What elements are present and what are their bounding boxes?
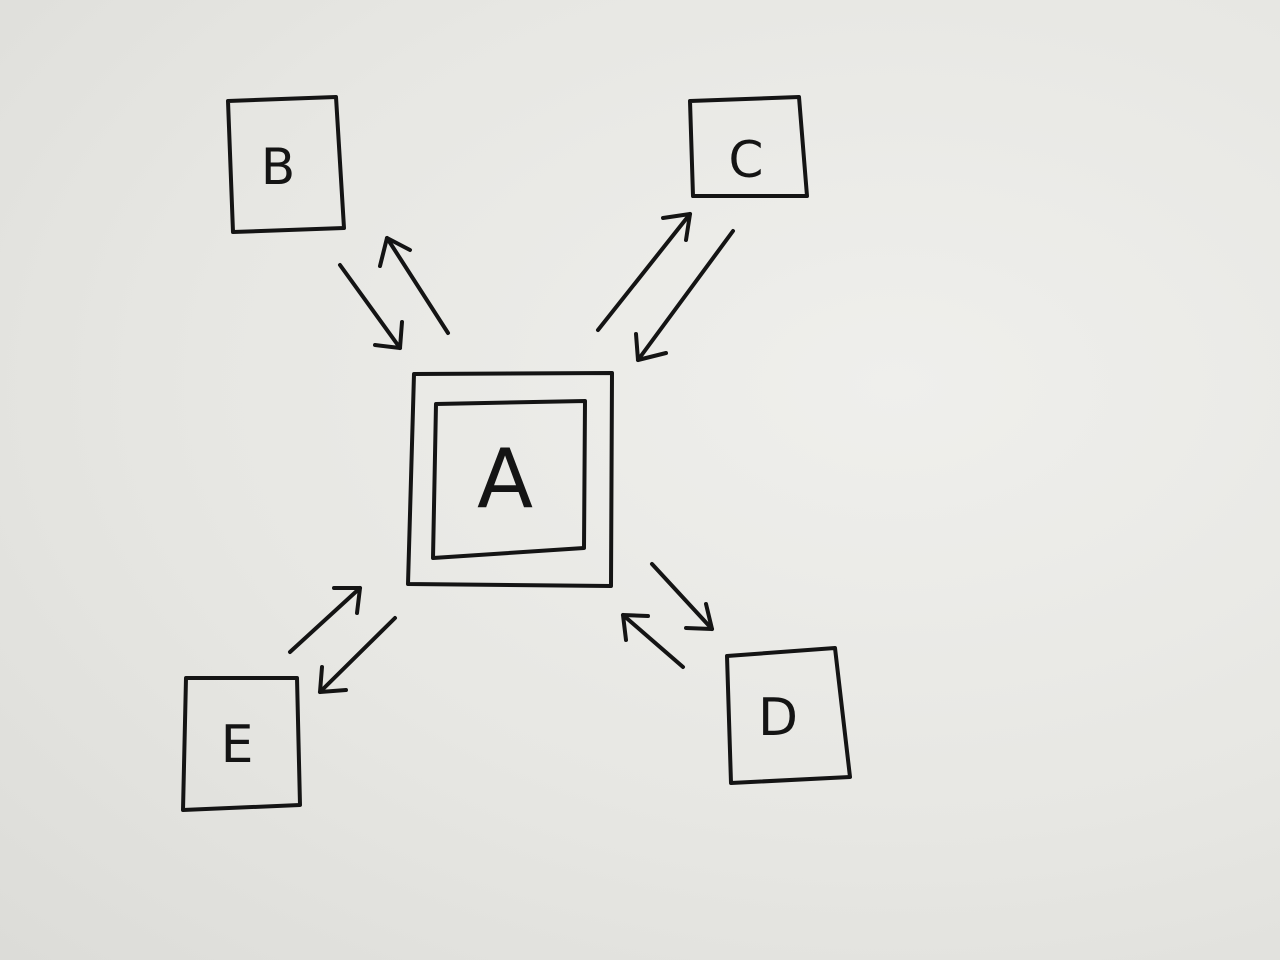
node-c: C	[688, 95, 809, 198]
node-e-frame	[181, 676, 302, 812]
edge-b-to-a	[338, 263, 404, 350]
arrow-head-icon	[661, 212, 692, 242]
node-c-frame	[688, 95, 809, 198]
node-d: D	[725, 646, 852, 785]
node-e-label: E	[221, 715, 254, 775]
edge-c-to-a	[634, 229, 735, 362]
node-a-label: A	[477, 433, 533, 528]
arrow-head-icon	[332, 586, 362, 615]
node-e: E	[181, 676, 302, 812]
node-b: B	[226, 95, 346, 234]
edge-d-to-a	[621, 613, 685, 669]
node-b-label: B	[261, 138, 295, 196]
node-c-label: C	[729, 131, 764, 189]
node-b-frame	[226, 95, 346, 234]
arrow-head-icon	[634, 332, 668, 362]
arrow-head-icon	[684, 602, 714, 631]
arrow-head-icon	[378, 236, 412, 268]
edge-a-to-c	[596, 212, 692, 332]
edge-e-to-a	[288, 586, 362, 654]
edge-a-to-d	[650, 562, 714, 631]
arrow-head-icon	[621, 613, 650, 642]
node-d-label: D	[758, 688, 798, 748]
node-a-inner-frame	[431, 399, 587, 560]
edge-a-to-e	[318, 616, 397, 694]
arrow-head-icon	[318, 665, 348, 694]
edge-a-to-b	[378, 236, 450, 335]
node-a-outer-frame	[406, 371, 614, 588]
node-a: A	[406, 371, 614, 588]
arrow-head-icon	[373, 320, 404, 350]
node-d-frame	[725, 646, 852, 785]
